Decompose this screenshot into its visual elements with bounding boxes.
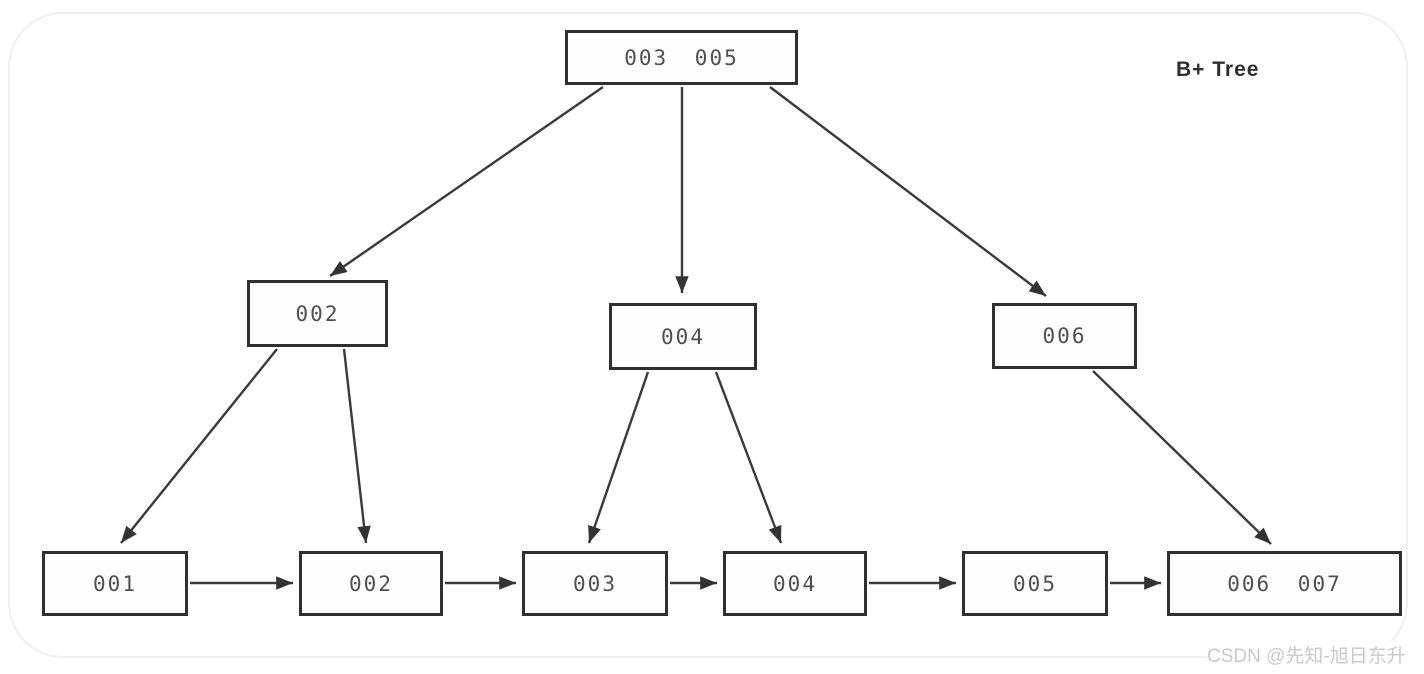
node-leaf-001: 001 <box>42 551 188 616</box>
node-leaf-003: 003 <box>522 551 668 616</box>
node-leaf-002: 002 <box>299 551 443 616</box>
diagram-title: B+ Tree <box>1176 58 1260 81</box>
watermark-text: CSDN @先知-旭日东升 <box>1207 641 1406 668</box>
node-internal-004: 004 <box>609 303 757 370</box>
node-internal-002: 002 <box>247 280 388 347</box>
node-internal-006: 006 <box>992 303 1137 369</box>
node-leaf-004: 004 <box>723 551 867 616</box>
node-leaf-005: 005 <box>962 551 1108 616</box>
node-root: 003 005 <box>565 30 798 85</box>
node-leaf-006-007: 006 007 <box>1167 551 1402 616</box>
